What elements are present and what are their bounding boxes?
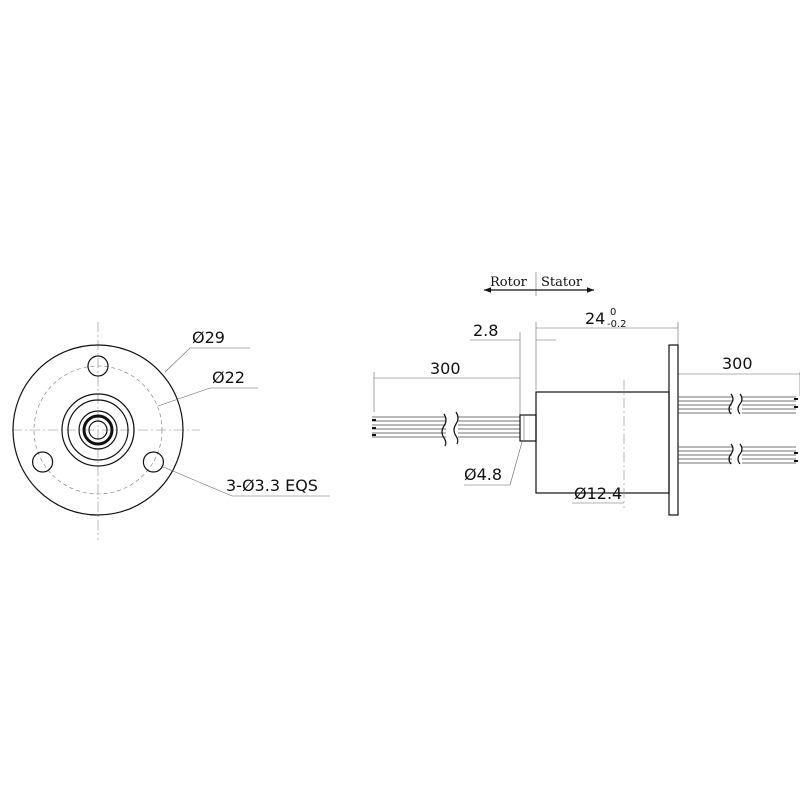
mounting-hole-left [31, 451, 54, 473]
dim-holes: 3-Ø3.3 EQS [226, 476, 318, 495]
rotor-lead-wires [372, 411, 520, 447]
dim-tol-upper: 0 [610, 307, 616, 318]
body-circle-outer [61, 393, 135, 467]
dim-shaft-length: 2.8 [473, 321, 498, 340]
shaft-circle [78, 410, 118, 450]
front-view: Ø29 Ø22 3-Ø3.3 EQS [12, 322, 330, 540]
rotor-shaft [519, 414, 537, 442]
flange-outer-circle [12, 344, 184, 516]
dim-body-diameter: Ø12.4 [574, 484, 622, 503]
dim-bolt-circle: Ø22 [212, 368, 245, 387]
dim-body-length: 24 [585, 309, 605, 328]
dim-outer-diameter: Ø29 [192, 328, 225, 347]
side-view: Rotor Stator 24 0 -0.2 2.8 300 300 [372, 272, 800, 516]
rotor-label: Rotor [490, 275, 528, 290]
stator-body [535, 391, 670, 494]
leader-outer-diameter [164, 347, 250, 373]
mounting-hole-right [142, 451, 164, 473]
leader-bolt-circle [157, 387, 258, 407]
mounting-hole-top [87, 355, 109, 377]
leader-holes [160, 465, 330, 497]
dim-rotor-lead: 300 [430, 359, 461, 378]
dim-tol-lower: -0.2 [607, 319, 627, 330]
shaft-bore [88, 420, 108, 440]
stator-lead-wires-upper [678, 393, 798, 415]
body-circle-inner [67, 399, 129, 461]
dim-stator-lead: 300 [722, 354, 753, 373]
stator-flange [668, 344, 679, 516]
bolt-circle [33, 365, 163, 495]
shaft-bore-ring [82, 414, 114, 446]
stator-label: Stator [541, 275, 583, 290]
leader-shaft-diameter-diag [509, 441, 523, 486]
dim-shaft-diameter: Ø4.8 [464, 465, 502, 484]
stator-lead-wires-lower [678, 443, 798, 465]
